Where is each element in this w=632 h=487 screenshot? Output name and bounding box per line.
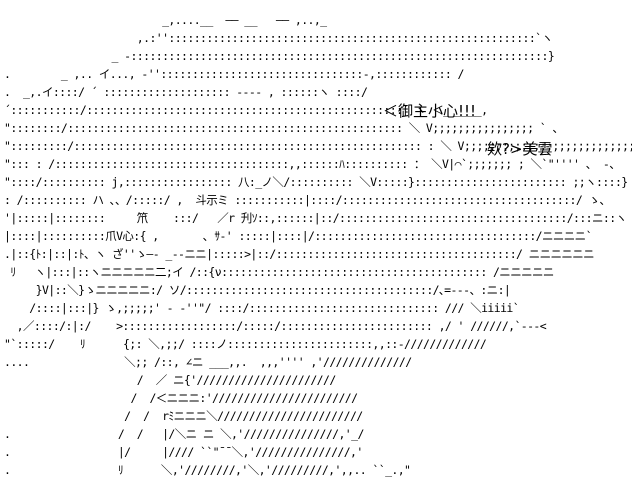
art-line: / / rﾐニニニ＼/////////////////////// <box>4 409 363 423</box>
art-line: "::::/:::::::::: j,::::::::::::::::: 八:_… <box>4 175 628 189</box>
art-line: . _ ,.. イ..., -'':::::::::::::::::::::::… <box>4 67 464 81</box>
dialogue-line: 欸?>美雲 <box>487 140 553 158</box>
art-line: . |/ |//// ``"¯¯＼,'///////////////,' <box>4 445 363 459</box>
dialogue-line: ＜御主小心!!! <box>383 102 477 120</box>
art-line: _,....__ ―― __ ―― ,..,_ <box>4 13 327 27</box>
art-line: . _,.イ::::/ ´ :::::::::::::::::::: -‐-- … <box>4 85 368 99</box>
art-line: ﾘ ヽ|:::|::ヽニニニニニ二;イ /::{ν:::::::::::::::… <box>4 265 554 279</box>
art-line: "`:::::/ ﾘ {;: ＼,;;/ ::::ノ::::::::::::::… <box>4 337 487 351</box>
art-line: . ﾘ ＼,'////////,'＼,'/////////,',,.. ``_.… <box>4 463 411 477</box>
art-line: }V|::＼}ゝニニニニニ:/ ソ/::::::::::::::::::::::… <box>4 283 511 297</box>
art-line: / /＜ニニニ:'/////////////////////// <box>4 391 358 405</box>
art-line: : /:::::::::: ハ ､、/:::::/ , 斗示ミ ::::::::… <box>4 193 611 207</box>
art-line: ´:::::::::::/:::::::::::::::::::::::::::… <box>4 103 488 117</box>
art-line: /::::|:::|} ゝ,;;;;;' - -''"/ ::::/::::::… <box>4 301 520 315</box>
art-line: . / / |/＼ニ ニ ＼,'///////////////,'_/ <box>4 427 364 441</box>
art-line: '|:::::|:::::::: 笊 :::/ ／r 刋ｿ::,::::::|:… <box>4 211 627 225</box>
art-line: ":::::::::/:::::::::::::::::::::::::::::… <box>4 139 632 153</box>
art-line: ,.:'':::::::::::::::::::::::::::::::::::… <box>4 31 553 45</box>
art-line: .... ＼;; /::, ∠ニ ___,,. ,,,'''' ,'//////… <box>4 355 412 369</box>
art-line: "::: : /::::::::::::::::::::::::::::::::… <box>4 157 621 171</box>
art-line: ,／::::/:|:/ >::::::::::::::::::/:::::/::… <box>4 319 547 333</box>
art-line: / ／ ニ{'////////////////////// <box>4 373 336 387</box>
art-line: .|::{ﾄ:|::|:ﾄ、ヽ ざ''ゝ―‐ _--ニニ|:::::>|::/:… <box>4 247 595 261</box>
art-line: _ -:::::::::::::::::::::::::::::::::::::… <box>4 49 555 63</box>
art-line: |::::|::::::::::爪V心:{ , ､ ｻ-' :::::|::::… <box>4 229 593 243</box>
art-line: "::::::::/::::::::::::::::::::::::::::::… <box>4 121 564 135</box>
